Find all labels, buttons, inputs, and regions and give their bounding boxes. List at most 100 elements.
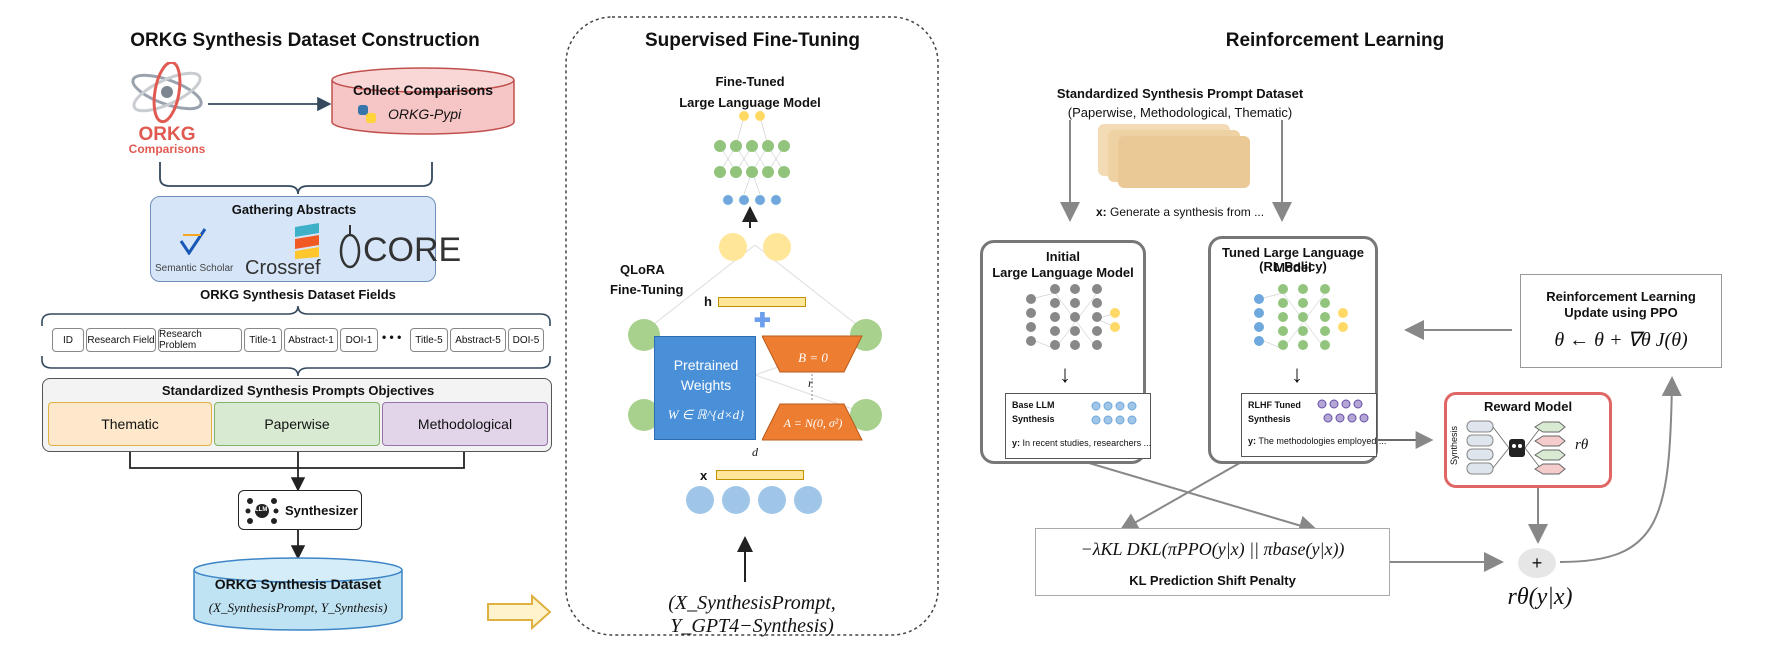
rl-update-label-2: Update using PPO (1564, 305, 1678, 320)
plus-icon: ✚ (754, 310, 771, 332)
ft-model-label-2: Large Language Model (679, 95, 821, 110)
fields-ellipsis: • • • (382, 330, 402, 344)
sum-node: + (1518, 548, 1556, 578)
base-synth-label-2: Synthesis (1012, 414, 1055, 424)
tuned-label-2: (RL Policy) (1259, 259, 1327, 274)
reward-network-icon (1466, 420, 1566, 475)
rl-update-label-1: Reinforcement Learning (1546, 289, 1696, 304)
orkg-logo-text: ORKG (138, 124, 196, 145)
pretrained-weights-box: Pretrained Weights W ∈ ℝ^{d×d} (654, 336, 756, 440)
field-abstract-1: Abstract-1 (284, 328, 338, 352)
base-to-kl-arrow (1071, 457, 1319, 536)
reward-side-label: Synthesis (1449, 425, 1459, 465)
rlhf-to-kl-arrow (1118, 455, 1253, 532)
pretrained-label-2: Weights (680, 377, 732, 393)
base-synth-label-1: Base LLM (1012, 400, 1055, 410)
reward-title: Reward Model (1483, 399, 1573, 414)
x-prompt-text: Generate a synthesis from ... (1110, 205, 1265, 219)
rlhf-synth-label-2: Synthesis (1248, 414, 1291, 424)
h-vector (718, 297, 806, 307)
objective-methodological: Methodological (382, 402, 548, 446)
core-text: CORE (363, 231, 462, 269)
crossref-text: Crossref (245, 257, 321, 279)
qlora-label-2: Fine-Tuning (610, 282, 684, 297)
field-research-problem: Research Problem (158, 328, 242, 352)
x-prompt-prefix: x: (1096, 205, 1107, 219)
qlora-label-1: QLoRA (620, 262, 665, 277)
gathering-abstracts-box: Gathering Abstracts Semantic Scholar Cro… (150, 196, 461, 282)
base-synthesis-card: Base LLM Synthesis y: In recent studies,… (1005, 393, 1151, 459)
semantic-scholar-text: Semantic Scholar (155, 263, 234, 274)
base-token-dots (1091, 401, 1137, 425)
x-prompt: x: Generate a synthesis from ... (1096, 205, 1264, 219)
x-vector (716, 470, 804, 480)
middle-title: Supervised Fine-Tuning (645, 30, 860, 51)
kl-penalty-box: −λKL DKL(πPPO(y|x) || πbase(y|x)) KL Pre… (1035, 528, 1390, 596)
collect-subtitle: ORKG-Pypi (388, 106, 462, 122)
semantic-scholar-icon (179, 225, 207, 255)
collect-comparisons-cylinder: Collect Comparisons ORKG-Pypi (330, 66, 516, 136)
synthesizer-box: LLM Synthesizer (238, 490, 362, 530)
ft-model-label-1: Fine-Tuned (715, 74, 785, 89)
prompt-dataset-title: Standardized Synthesis Prompt Dataset (1056, 86, 1304, 101)
dataset-cylinder: ORKG Synthesis Dataset (X_SynthesisPromp… (192, 556, 404, 632)
core-apple-icon (339, 221, 361, 271)
rlhf-synth-label-1: RLHF Tuned (1248, 400, 1301, 410)
base-y: y: In recent studies, researchers ... (1012, 438, 1152, 448)
objective-thematic: Thematic (48, 402, 212, 446)
x-label: x (700, 468, 708, 483)
sft-panel (565, 16, 939, 636)
handoff-arrow (487, 593, 552, 631)
tuned-down-arrow: ↓ (1291, 361, 1303, 388)
brace-fields-bottom (41, 356, 551, 377)
b-formula: B = 0 (798, 350, 828, 365)
d-label: d (752, 445, 758, 459)
gathering-title: Gathering Abstracts (231, 202, 357, 217)
rlhf-synthesis-card: RLHF Tuned Synthesis y: The methodologie… (1241, 393, 1386, 457)
kl-formula: −λKL DKL(πPPO(y|x) || πbase(y|x)) (1080, 539, 1345, 559)
right-title: Reinforcement Learning (1225, 30, 1445, 51)
field-id: ID (52, 328, 84, 352)
field-doi-5: DOI-5 (508, 328, 544, 352)
dataset-formula: (X_SynthesisPrompt, Y_Synthesis) (208, 600, 388, 615)
field-title-1: Title-1 (244, 328, 282, 352)
objectives-title: Standardized Synthesis Prompts Objective… (161, 383, 435, 398)
python-icon (356, 104, 378, 124)
tuned-llm-box: Tuned Large Language Model (RL Policy) ↓… (1208, 236, 1386, 464)
lora-matrices (762, 335, 863, 441)
llm-network-icon (245, 495, 279, 527)
llm-chip-text: LLM (255, 507, 268, 513)
orkg-logo-subtext: Comparisons (128, 142, 206, 156)
synthesizer-label: Synthesizer (285, 503, 358, 518)
input-formula: (X_SynthesisPrompt, Y_GPT4−Synthesis) (668, 592, 836, 637)
brace-top (159, 162, 433, 195)
crossref-icon (293, 223, 321, 259)
collect-title: Collect Comparisons (352, 82, 494, 98)
fields-title: ORKG Synthesis Dataset Fields (200, 287, 396, 302)
ppo-formula: θ ← θ + ∇θ J(θ) (1554, 329, 1688, 351)
field-abstract-5: Abstract-5 (450, 328, 506, 352)
brace-fields-top (41, 305, 551, 326)
initial-label-2: Large Language Model (992, 265, 1134, 280)
prompt-dataset-subtitle: (Paperwise, Methodological, Thematic) (1067, 105, 1293, 120)
dataset-title: ORKG Synthesis Dataset (214, 576, 382, 592)
w-formula: W ∈ ℝ^{d×d} (667, 407, 745, 422)
reward-model-box: Reward Model Synthesis rθ (1444, 392, 1612, 488)
fine-tuned-network (714, 111, 790, 205)
reward-r: rθ (1575, 437, 1589, 453)
qlora-network-background (628, 233, 882, 514)
initial-llm-box: Initial Large Language Model ↓ Base LLM … (980, 240, 1151, 464)
plus-to-ppo-arrow (1559, 376, 1682, 563)
kl-label: KL Prediction Shift Penalty (1129, 573, 1296, 588)
objective-paperwise: Paperwise (214, 402, 380, 446)
tuned-label-1: Tuned Large Language Model (1221, 245, 1365, 275)
prompt-stack (1098, 124, 1258, 200)
initial-down-arrow: ↓ (1059, 361, 1071, 388)
rlhf-y: y: The methodologies employed ... (1248, 436, 1387, 446)
objectives-merge (129, 446, 465, 469)
final-reward: rθ(y|x) (1507, 584, 1573, 610)
left-title: ORKG Synthesis Dataset Construction (130, 30, 480, 51)
pretrained-label-1: Pretrained (673, 357, 739, 373)
initial-network (1026, 284, 1120, 350)
